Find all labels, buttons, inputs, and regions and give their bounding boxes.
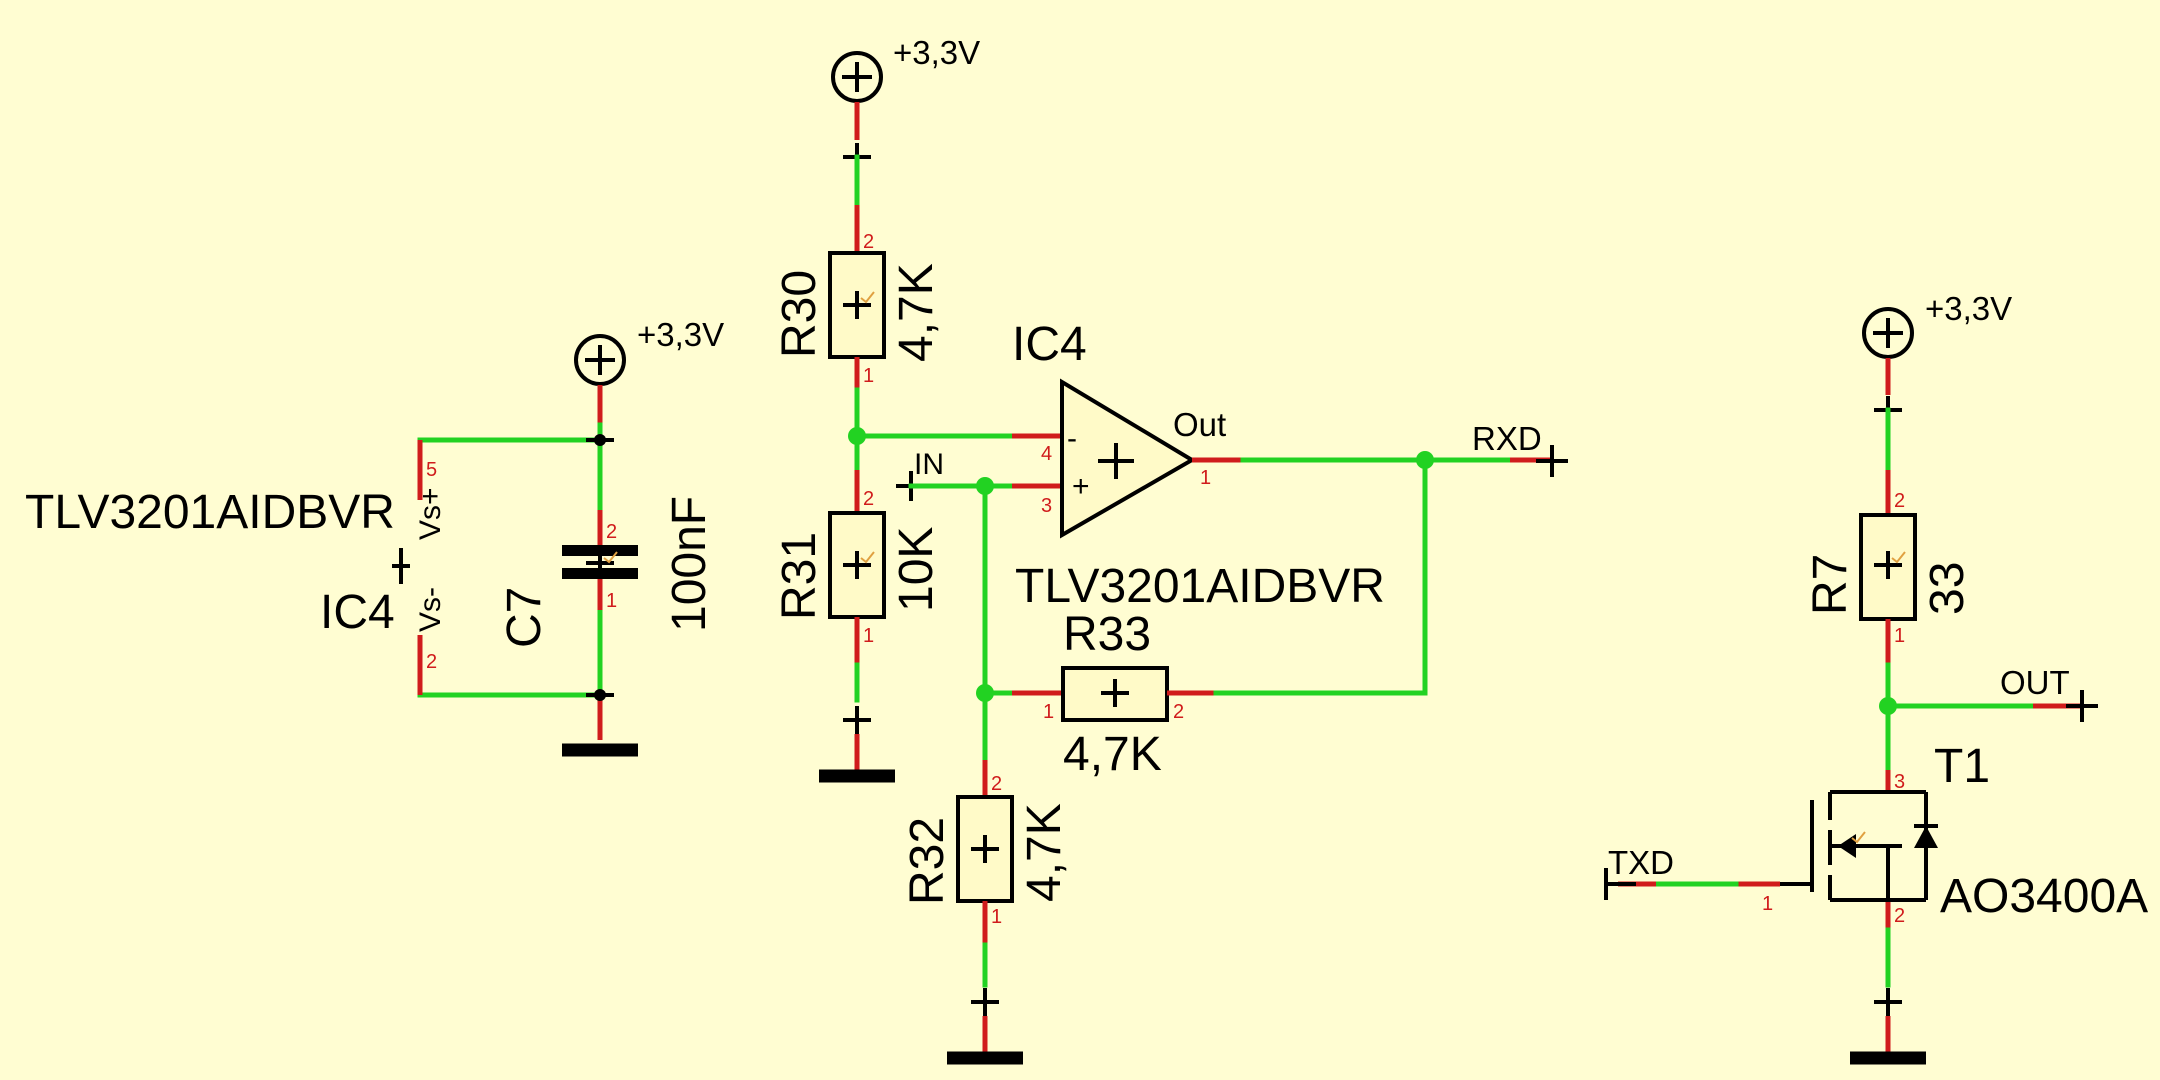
t1-pin-drain: 3 [1894,771,1905,793]
ic4-ref: IC4 [1012,318,1087,371]
power-symbol-2: +3,3V [831,34,980,140]
ic4-pinnum-out: 1 [1200,467,1211,489]
ic4-part: TLV3201AIDBVR [1015,560,1385,613]
ic4-pin-vs-minus: Vs- [414,587,447,632]
c7-pin-bottom: 1 [606,590,617,612]
r32-pin-top: 2 [991,773,1002,795]
transistor-section: +3,3V 2 1 R7 33 OUT [1604,290,2148,1065]
r31-value: 10K [890,527,943,612]
capacitor-c7: 2 1 C7 100nF [498,496,716,648]
resistor-r30: 2 1 R30 4,7K [773,205,943,390]
c7-pin-top: 2 [606,521,617,543]
r32-pin-bottom: 1 [991,906,1002,928]
r33-value: 4,7K [1063,728,1162,781]
mosfet-t1: 3 2 1 T1 AO3400A [1762,740,2148,930]
ic4-pinnum-in-plus: 3 [1041,495,1052,517]
t1-part: AO3400A [1940,870,2148,923]
power-label-2: +3,3V [893,34,980,71]
resistor-r7: 2 1 R7 33 [1804,470,1974,665]
power-label-3: +3,3V [1925,290,2012,327]
resistor-r32: 2 1 R32 4,7K [901,690,1071,945]
ic4-pinnum-in-minus: 4 [1041,443,1052,465]
r33-pin-left: 1 [1043,701,1054,723]
r7-pin-bottom: 1 [1894,625,1905,647]
r7-ref: R7 [1804,554,1857,615]
t1-ref: T1 [1934,740,1990,793]
power-symbol-1: +3,3V [574,316,724,425]
r30-pin-bottom: 1 [863,365,874,387]
power-symbol-3: +3,3V [1862,290,2012,395]
r30-ref: R30 [773,270,826,358]
power-label-1: +3,3V [637,316,724,353]
r31-pin-bottom: 1 [863,625,874,647]
ic4-pinnum-vs-plus: 5 [426,459,437,481]
net-label-rxd: RXD [1472,420,1542,457]
ic4-pin-vs-plus: Vs+ [414,487,447,540]
net-label-txd: TXD [1608,844,1674,881]
r30-pin-top: 2 [863,231,874,253]
ic4-power-part: TLV3201AIDBVR [25,486,395,539]
ic4-pin-out: Out [1173,406,1226,443]
c7-value: 100nF [663,496,716,632]
r31-pin-top: 2 [863,488,874,510]
resistor-r31: 2 1 R31 10K [773,470,943,665]
r33-pin-right: 2 [1173,701,1184,723]
net-label-out: OUT [2000,664,2070,701]
r7-pin-top: 2 [1894,490,1905,512]
ic4-pin-in-plus: + [1072,470,1090,503]
t1-pin-gate: 1 [1762,893,1773,915]
net-label-in: IN [914,448,944,481]
ic4-power-unit: +3,3V 5 2 Vs+ Vs- TLV3201AIDBVR IC4 [25,316,724,757]
t1-pin-source: 2 [1894,905,1905,927]
r32-value: 4,7K [1018,803,1071,902]
r33-ref: R33 [1063,608,1151,661]
ic4-power-ref: IC4 [320,586,395,639]
ic4-pinnum-vs-minus: 2 [426,651,437,673]
resistor-r33: 1 2 R33 4,7K [976,608,1428,781]
r7-value: 33 [1921,562,1974,615]
r31-ref: R31 [773,532,826,620]
c7-ref: C7 [498,587,551,648]
r30-value: 4,7K [890,263,943,362]
r32-ref: R32 [901,817,954,905]
comparator-section: +3,3V 2 1 R30 4,7K [773,34,1568,1065]
ic4-pin-in-minus: - [1067,422,1077,455]
comparator-ic4: - + Out 4 3 1 IC4 TLV3201AIDBVR [1012,318,1385,613]
